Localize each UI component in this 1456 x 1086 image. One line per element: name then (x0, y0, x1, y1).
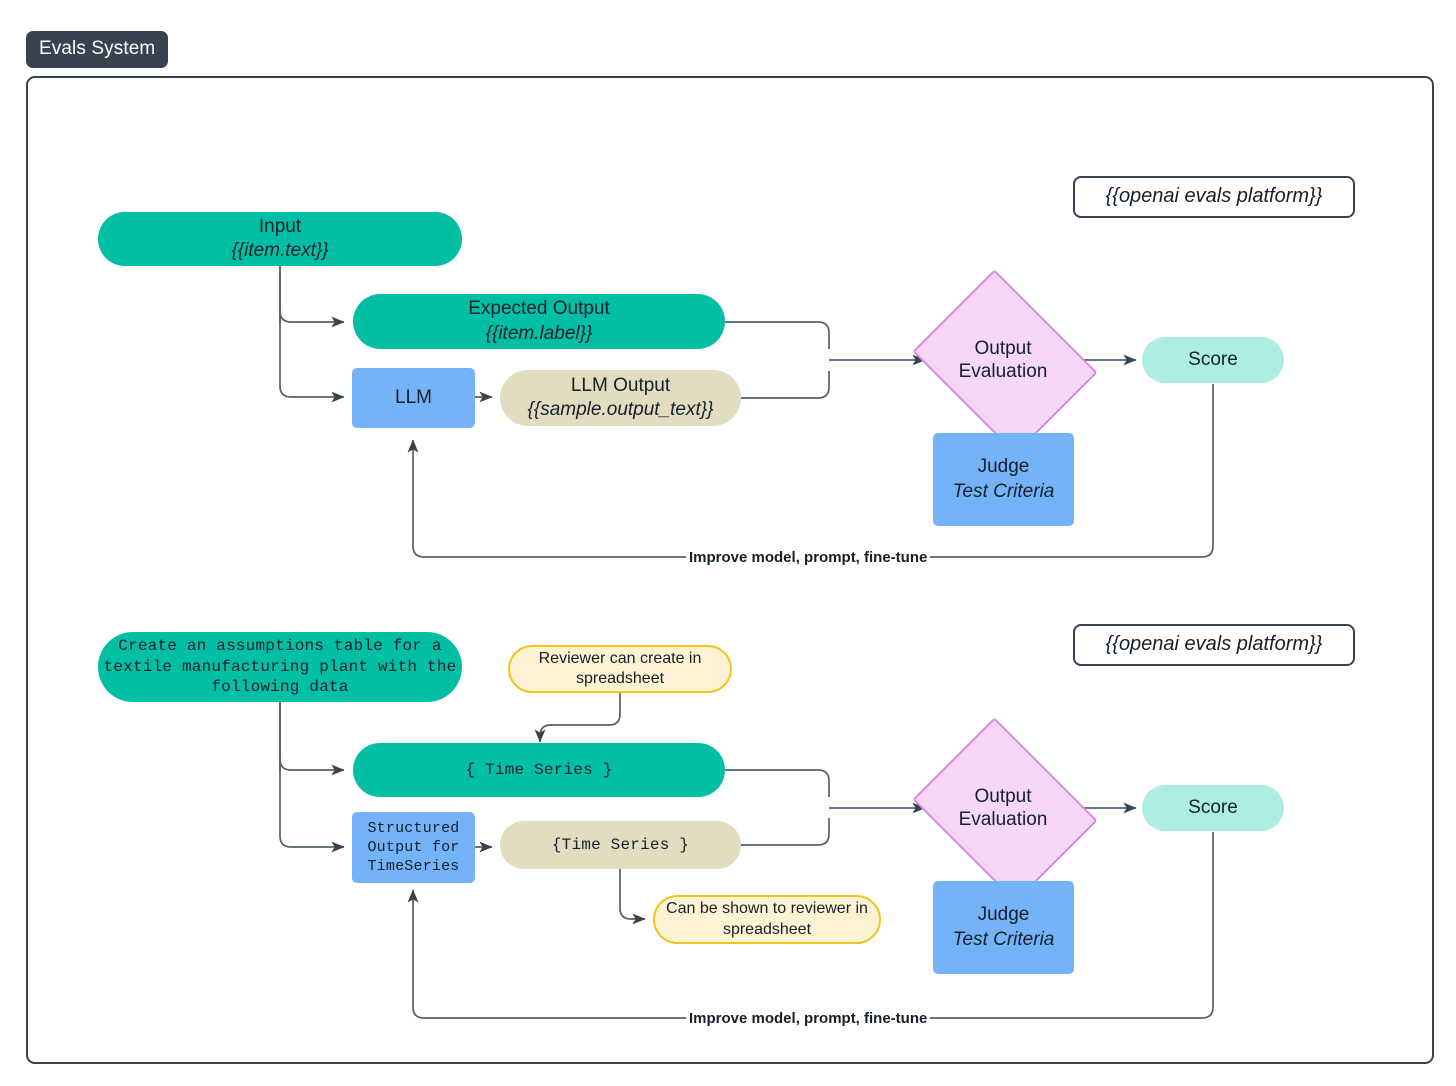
node-llm-output[interactable]: LLM Output {{sample.output_text}} (500, 370, 741, 426)
node-model-timeseries-label: {Time Series } (551, 835, 690, 854)
node-output-evaluation-2[interactable]: Output Evaluation (912, 717, 1098, 903)
node-output-evaluation-2-line1: Output (974, 785, 1032, 807)
node-reviewer-note-top[interactable]: Reviewer can create in spreadsheet (508, 645, 732, 693)
node-output-evaluation[interactable]: Output Evaluation (912, 269, 1098, 455)
node-expected-timeseries-label: { Time Series } (465, 760, 613, 779)
diagram-frame (26, 76, 1434, 1064)
node-reviewer-note-bottom-line2: spreadsheet (722, 920, 812, 938)
node-reviewer-note-bottom-line1: Can be shown to reviewer in (666, 900, 868, 918)
node-structured-output[interactable]: Structured Output for TimeSeries (352, 812, 475, 883)
node-expected-output[interactable]: Expected Output {{item.label}} (353, 294, 725, 349)
node-score-2[interactable]: Score (1142, 785, 1284, 831)
node-input-line2: {{item.text}} (231, 240, 329, 261)
platform-label-top: {{openai evals platform}} (1073, 176, 1355, 218)
node-reviewer-note-top-line2: spreadsheet (575, 670, 665, 687)
node-llm-output-line2: {{sample.output_text}} (527, 399, 714, 420)
node-reviewer-note-bottom[interactable]: Can be shown to reviewer in spreadsheet (653, 895, 881, 944)
node-expected-timeseries[interactable]: { Time Series } (353, 743, 725, 797)
node-output-evaluation-2-line2: Evaluation (958, 809, 1048, 830)
node-judge-line1: Judge (977, 456, 1030, 478)
node-judge-2-line1: Judge (977, 904, 1030, 926)
node-judge-2[interactable]: Judge Test Criteria (933, 881, 1074, 974)
node-judge-line2: Test Criteria (952, 480, 1055, 502)
node-expected-output-line2: {{item.label}} (485, 322, 593, 344)
node-input[interactable]: Input {{item.text}} (98, 212, 462, 266)
node-score-label: Score (1188, 348, 1238, 370)
node-structured-output-line3: TimeSeries (367, 858, 460, 876)
node-output-evaluation-line1: Output (974, 337, 1032, 359)
node-prompt-input[interactable]: Create an assumptions table for a textil… (98, 632, 462, 702)
page-title: Evals System (26, 31, 169, 68)
edge-label-improve-top: Improve model, prompt, fine-tune (686, 549, 931, 566)
node-output-evaluation-line2: Evaluation (958, 361, 1048, 382)
node-prompt-input-line2: textile manufacturing plant with the (103, 657, 457, 676)
node-llm[interactable]: LLM (352, 368, 475, 428)
node-input-line1: Input (258, 215, 302, 237)
edge-label-improve-bottom: Improve model, prompt, fine-tune (686, 1010, 931, 1027)
platform-label-bottom: {{openai evals platform}} (1073, 624, 1355, 666)
node-score-2-label: Score (1188, 796, 1238, 818)
node-expected-output-line1: Expected Output (468, 298, 610, 320)
node-reviewer-note-top-line1: Reviewer can create in (538, 649, 702, 667)
node-judge-2-line2: Test Criteria (952, 928, 1055, 950)
node-score[interactable]: Score (1142, 337, 1284, 383)
node-structured-output-line2: Output for (367, 838, 460, 856)
node-llm-label: LLM (395, 386, 432, 408)
node-prompt-input-line3: following data (211, 678, 349, 697)
node-model-timeseries[interactable]: {Time Series } (500, 821, 741, 869)
node-judge[interactable]: Judge Test Criteria (933, 433, 1074, 526)
node-llm-output-line1: LLM Output (570, 374, 671, 396)
node-structured-output-line1: Structured (367, 819, 460, 837)
node-prompt-input-line1: Create an assumptions table for a (118, 637, 442, 656)
